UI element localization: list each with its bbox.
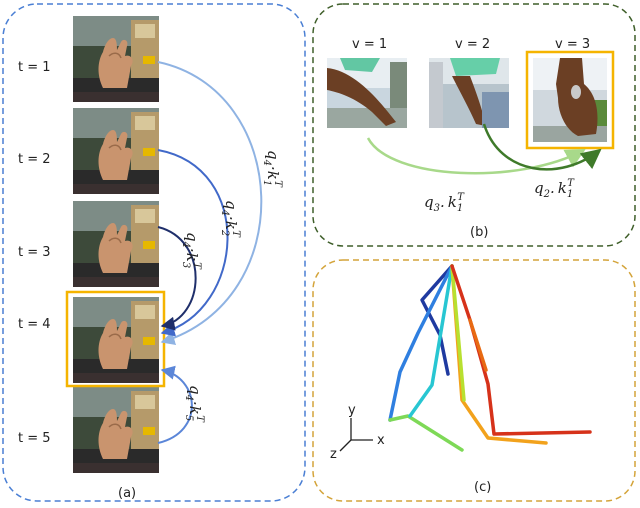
frame-image-t2 <box>73 108 159 194</box>
frame-image-t3 <box>73 201 159 287</box>
panel-c: y x z (c) <box>312 259 636 502</box>
hand-skeleton <box>388 264 592 452</box>
panel-b-border <box>312 3 636 247</box>
axis-label-z: z <box>330 447 337 462</box>
view-highlight-v3 <box>525 50 615 150</box>
panel-a-caption: (a) <box>118 486 136 501</box>
frame-image-t1 <box>73 16 159 102</box>
attention-arc-v2 <box>482 123 602 171</box>
view-image-v2 <box>429 58 509 128</box>
axis-label-x: x <box>377 433 385 448</box>
view-image-v1 <box>327 58 407 128</box>
panel-b-caption: (b) <box>470 225 488 240</box>
frame-label-t2: t = 2 <box>18 152 51 167</box>
panel-c-border <box>312 259 636 502</box>
attention-label-k3: q4·k3T <box>180 232 202 270</box>
frame-image-t5 <box>73 387 159 473</box>
panel-a: t = 1 t = 2 t = 3 t = 4 t = 5 q4·k1T q4·… <box>2 3 306 502</box>
frame-label-t5: t = 5 <box>18 431 51 446</box>
frame-label-t3: t = 3 <box>18 245 51 260</box>
panel-a-border <box>2 3 306 502</box>
skeleton-bone-pinky-base <box>468 318 488 372</box>
attention-arc-t3 <box>157 226 197 331</box>
skeleton-bone-thumb <box>420 264 454 376</box>
skeleton-bone-index-tip <box>388 414 464 452</box>
panel-c-caption: (c) <box>474 480 491 495</box>
axis-indicator: y x z <box>330 403 385 462</box>
attention-arc-t5 <box>157 365 193 444</box>
view-label-v3: v = 3 <box>555 37 590 52</box>
attention-label-k1: q4·k1T <box>261 150 283 188</box>
attention-label-k5: q4·k5T <box>183 385 205 423</box>
skeleton-bone-ring-mid <box>450 264 466 402</box>
svg-text:q4·k2T: q4·k2T <box>219 200 241 238</box>
view-image-v3 <box>533 58 607 142</box>
attention-label-v2: q2.k1T <box>534 178 575 200</box>
skeleton-bone-index <box>388 264 454 422</box>
view-label-v1: v = 1 <box>352 37 387 52</box>
attention-arc-t2 <box>157 149 229 337</box>
attention-arc-t1 <box>157 61 263 346</box>
attention-arc-v1 <box>366 137 586 175</box>
svg-text:q4·k5T: q4·k5T <box>183 385 205 423</box>
skeleton-bone-middle <box>408 264 454 418</box>
frame-image-t4 <box>73 297 159 383</box>
attention-label-v3: q3.k1T <box>424 192 465 214</box>
skeleton-bone-pinky <box>450 264 592 436</box>
attention-label-k2: q4·k2T <box>219 200 241 238</box>
frame-label-t4: t = 4 <box>18 317 51 332</box>
view-label-v2: v = 2 <box>455 37 490 52</box>
skeleton-bone-ring <box>450 264 548 445</box>
frame-label-t1: t = 1 <box>18 60 51 75</box>
svg-text:q4·k1T: q4·k1T <box>261 150 283 188</box>
panel-b: v = 1 v = 2 v = 3 <box>312 3 636 247</box>
svg-text:q4·k3T: q4·k3T <box>180 232 202 270</box>
axis-label-y: y <box>348 403 356 418</box>
